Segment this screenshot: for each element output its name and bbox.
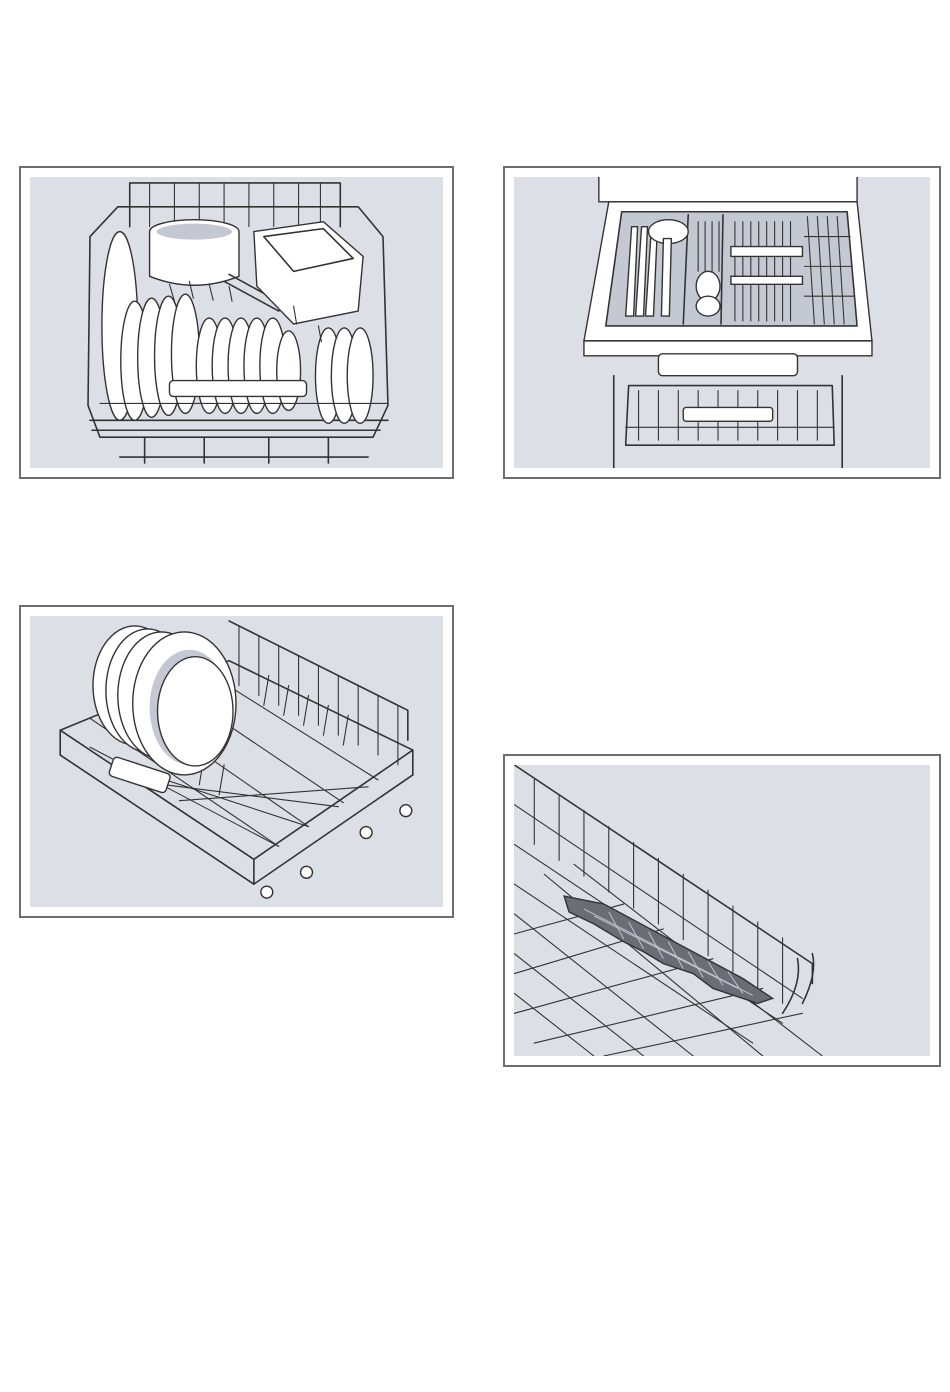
illustration-panel bbox=[30, 616, 443, 907]
cutlery-drawer-illustration bbox=[514, 177, 930, 468]
illustration-panel bbox=[30, 177, 443, 468]
figure-rack-holder-insert bbox=[503, 754, 941, 1067]
lower-rack-plates-illustration bbox=[30, 616, 443, 907]
illustration-panel bbox=[514, 765, 930, 1056]
figure-lower-rack-plates bbox=[19, 605, 454, 918]
figure-cutlery-drawer bbox=[503, 166, 941, 479]
rack-holder-insert-illustration bbox=[514, 765, 930, 1056]
lower-rack-illustration bbox=[30, 177, 443, 468]
illustration-panel bbox=[514, 177, 930, 468]
figure-lower-rack-loaded bbox=[19, 166, 454, 479]
